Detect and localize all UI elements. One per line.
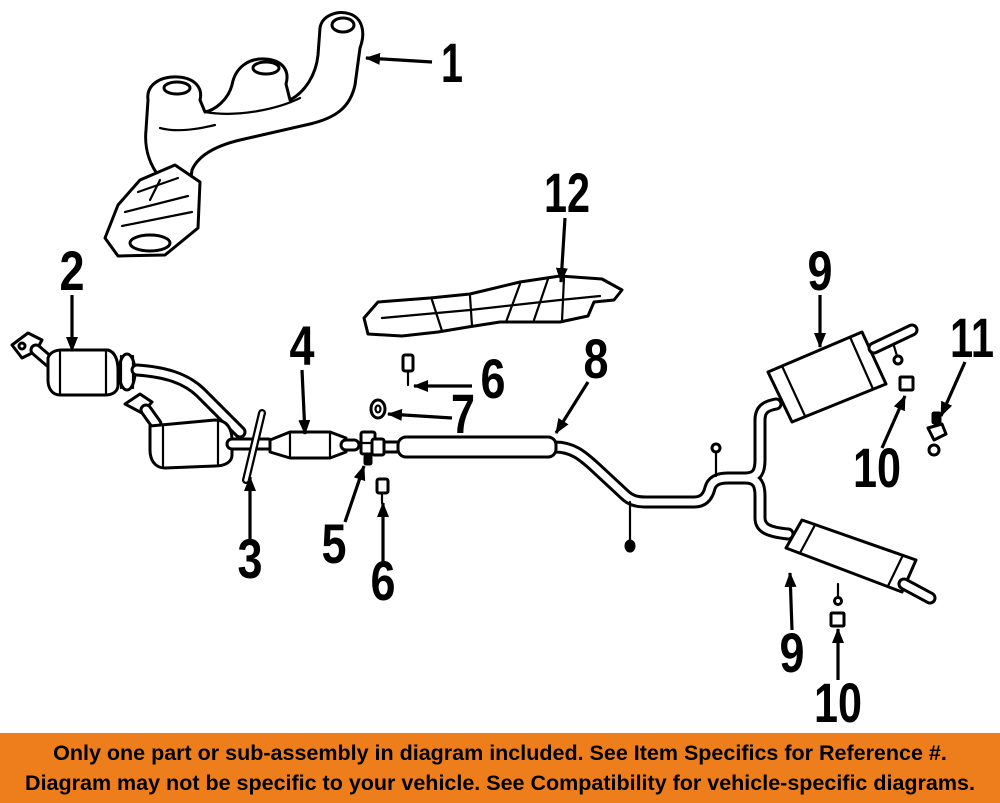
- heat-shield-bead: [380, 294, 602, 320]
- bolt-bottom: [375, 477, 390, 505]
- heat-shield-rib-2: [468, 294, 474, 328]
- heat-shield: [362, 274, 624, 338]
- leader-arrow-12: [555, 217, 568, 283]
- tailpipe-lower-fill: [900, 580, 934, 602]
- flange-opening: [128, 233, 172, 253]
- bolt-bottom-head: [375, 477, 390, 495]
- muffler-lower-hanger: [833, 596, 843, 606]
- pipe-main-fill: [378, 443, 752, 506]
- hanger-insulator-bottom: [829, 611, 846, 628]
- callout-5: 5: [322, 512, 347, 575]
- muffler-upper-hanger-rod: [892, 344, 899, 358]
- pipe-branch-down-fill: [741, 474, 792, 538]
- callout-10-right: 10: [853, 436, 901, 499]
- manifold-port-2: [251, 60, 281, 76]
- leader-arrow-1: [365, 52, 433, 65]
- bracket-body: [926, 422, 948, 442]
- heat-shield-rib-1: [430, 298, 444, 333]
- leader-arrow-10-right: [880, 395, 907, 449]
- hanger-insulator-right: [898, 375, 915, 392]
- upper-branch-pipe-fill: [133, 366, 244, 436]
- muffler-lower-seam-2: [886, 553, 905, 588]
- leader-arrow-9-bottom: [784, 572, 797, 631]
- callout-3: 3: [238, 527, 263, 590]
- leader-arrow-7: [387, 408, 453, 421]
- disclaimer-line-1: Only one part or sub-assembly in diagram…: [53, 741, 947, 765]
- catalytic-converter-lower: [148, 418, 234, 470]
- parts-diagram: 1 12 2 4 6 7 8 9 11 10 3 5 6 9 10: [10, 11, 995, 733]
- leader-arrow-11: [939, 361, 967, 417]
- bracket-clip: [931, 411, 942, 425]
- heat-shield-body: [362, 274, 624, 338]
- callout-11: 11: [950, 306, 994, 369]
- pipe-hanger-junction: [710, 442, 722, 454]
- callout-labels: 1 12 2 4 6 7 8 9 11 10 3 5 6 9 10: [60, 31, 995, 733]
- nut-body: [369, 398, 387, 420]
- small-converter: [268, 430, 361, 460]
- callout-6-top: 6: [481, 347, 506, 410]
- bracket-ring: [927, 443, 941, 457]
- leader-arrow-5: [343, 465, 366, 523]
- callout-9-bottom: 9: [780, 621, 805, 684]
- callout-7: 7: [451, 382, 475, 445]
- manifold-body: [144, 11, 365, 187]
- manifold-port-3: [330, 16, 356, 34]
- manifold-port-1: [162, 80, 192, 96]
- exhaust-manifold: [103, 11, 365, 258]
- nut: [369, 398, 387, 420]
- heat-shield-rib-5: [560, 276, 566, 323]
- intermediate-pipe: [370, 397, 795, 553]
- heat-shield-rib-3: [504, 282, 522, 324]
- callout-9-top: 9: [808, 239, 833, 302]
- insulator-right-block: [898, 375, 915, 392]
- manifold-runner-line: [203, 96, 302, 115]
- flange-rib-2: [120, 210, 194, 228]
- leader-arrow-8: [554, 381, 590, 434]
- nut-hole: [374, 404, 382, 414]
- muffler-lower-body: [784, 518, 918, 594]
- flange-rib-4: [148, 178, 162, 202]
- muffler-lower-seam: [798, 523, 817, 555]
- callout-1: 1: [441, 31, 463, 94]
- insulator-bottom-block: [829, 611, 846, 628]
- manifold-outlet-flange: [103, 163, 202, 258]
- callout-12: 12: [544, 161, 590, 224]
- callout-2: 2: [60, 239, 85, 302]
- catalytic-converter-upper: [46, 348, 120, 397]
- callout-4: 4: [290, 314, 315, 377]
- pipe-inlet-collar: [370, 437, 386, 457]
- leader-arrow-4: [298, 369, 311, 435]
- rod-fill: [244, 411, 264, 482]
- bolt-top: [401, 353, 415, 387]
- callout-8: 8: [584, 327, 609, 390]
- bolt-top-head: [401, 353, 415, 373]
- flange-bolt-hole: [17, 341, 27, 351]
- small-converter-body: [268, 430, 348, 460]
- pipe-hanger-mid: [624, 539, 636, 553]
- disclaimer-banner: Only one part or sub-assembly in diagram…: [0, 733, 1000, 803]
- muffler-upper-seam: [780, 364, 807, 418]
- disclaimer-line-2: Diagram may not be specific to your vehi…: [25, 771, 975, 795]
- converter-y-pipe: [10, 331, 275, 470]
- callout-6-bottom: 6: [371, 549, 396, 612]
- muffler-upper-hanger: [892, 354, 904, 366]
- lower-inlet-pipe-fill: [142, 406, 160, 428]
- muffler-lower: [784, 518, 937, 606]
- sensor-tip: [363, 454, 373, 466]
- tailpipe-upper-fill: [870, 326, 916, 352]
- manifold-runner-line-2: [158, 123, 217, 132]
- pipe-branch-up-fill: [741, 400, 780, 482]
- leader-lines: [66, 52, 967, 680]
- resonator-section: [396, 435, 558, 459]
- heat-shield-rib-4: [532, 277, 550, 322]
- muffler-upper-seam-2: [848, 335, 875, 391]
- callout-10-bottom: 10: [814, 671, 862, 733]
- stud-rod: [242, 409, 266, 484]
- flange-rib-1: [123, 194, 190, 214]
- diagram-svg: 1 12 2 4 6 7 8 9 11 10 3 5 6 9 10: [10, 11, 995, 733]
- muffler-upper: [766, 323, 919, 424]
- hanger-bracket: [926, 411, 948, 457]
